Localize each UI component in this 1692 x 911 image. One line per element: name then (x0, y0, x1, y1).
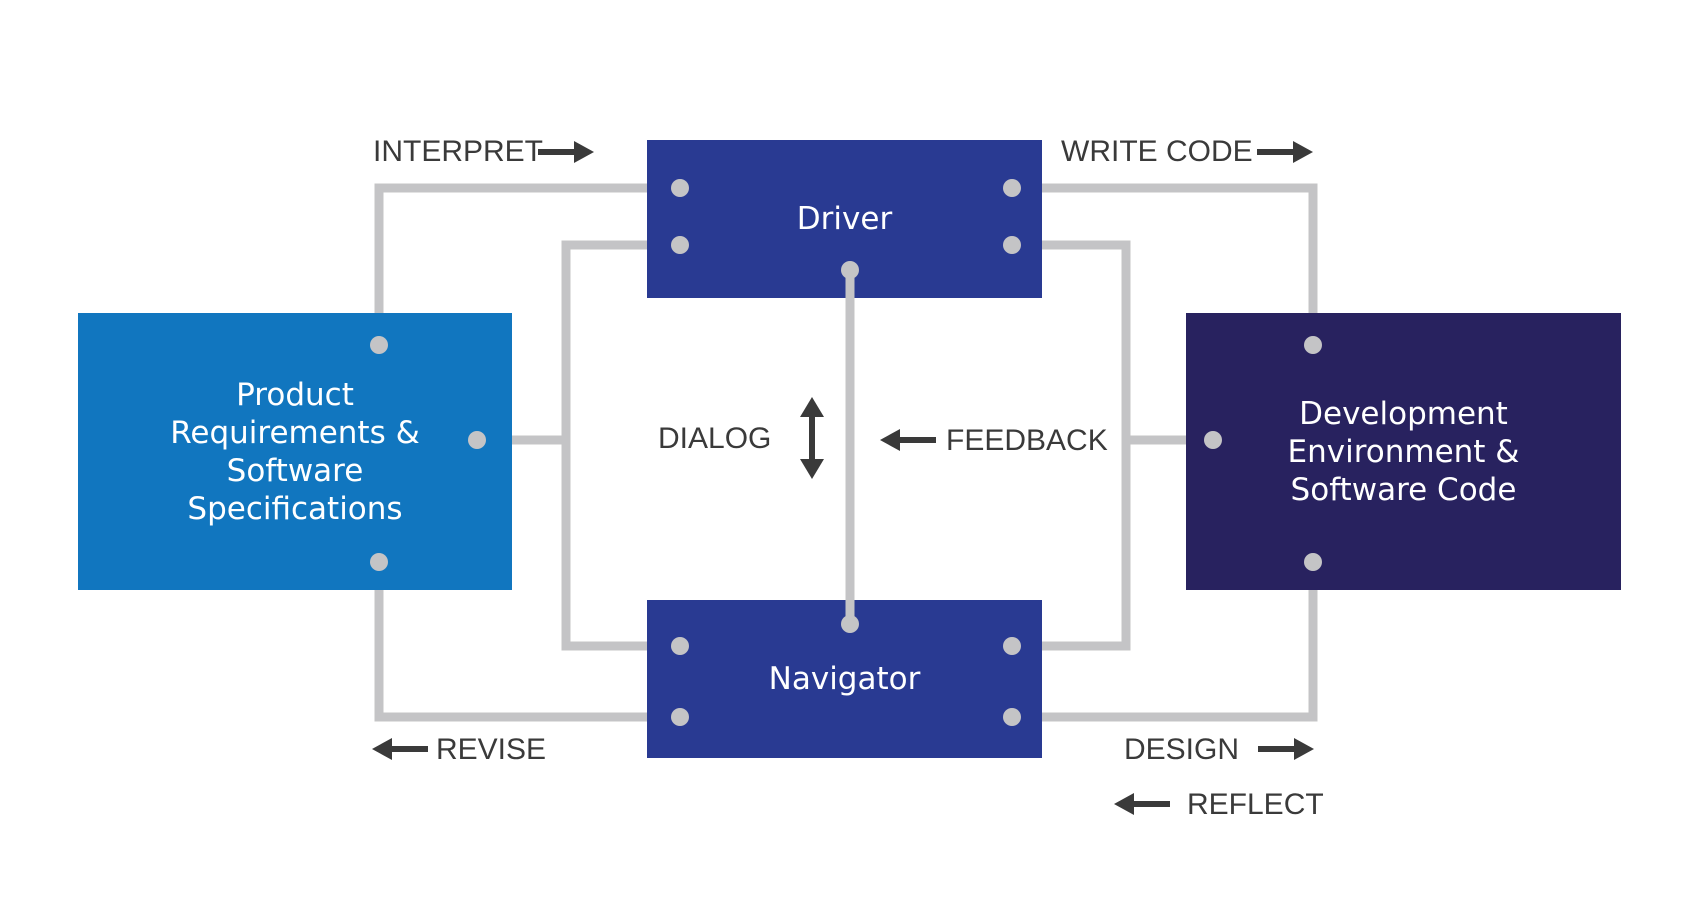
driver-box: Driver (647, 140, 1042, 298)
arrow-right-icon (1257, 141, 1313, 163)
design-label: DESIGN (1124, 733, 1240, 766)
connector-dot (671, 637, 689, 655)
connector-dot (1204, 431, 1222, 449)
connector-dot (671, 708, 689, 726)
connector-dot (841, 615, 859, 633)
interpret-label: INTERPRET (373, 135, 544, 168)
product-requirements-box: Product Requirements & Software Specific… (78, 313, 512, 590)
connector-dot (370, 336, 388, 354)
arrow-left-icon (372, 738, 428, 760)
driver-label: Driver (796, 201, 893, 237)
connector-interpret (374, 183, 680, 345)
product-requirements-label: Product Requirements & Software Specific… (170, 376, 420, 527)
arrow-up-down-icon (800, 397, 824, 479)
connector-revise (374, 562, 680, 722)
connector-dot (1304, 336, 1322, 354)
arrow-left-icon (1114, 793, 1170, 815)
connector-dot (1003, 637, 1021, 655)
connector-dot (1003, 179, 1021, 197)
connector-dot (841, 261, 859, 279)
connector-design (1012, 562, 1318, 722)
connector-dot (1304, 553, 1322, 571)
dialog-label: DIALOG (658, 422, 772, 455)
revise-label: REVISE (436, 733, 547, 766)
connector-left-bracket (561, 240, 680, 651)
write-code-label: WRITE CODE (1061, 135, 1253, 168)
connector-dot (671, 179, 689, 197)
connector-dot (1003, 708, 1021, 726)
connector-right-bracket (1012, 240, 1131, 651)
feedback-label: FEEDBACK (946, 424, 1108, 457)
arrow-right-icon (538, 141, 594, 163)
arrow-left-icon (880, 429, 936, 451)
connector-dot (1003, 236, 1021, 254)
development-environment-box: Development Environment & Software Code (1186, 313, 1621, 590)
connector-dot (468, 431, 486, 449)
connector-dot (370, 553, 388, 571)
navigator-label: Navigator (768, 661, 921, 697)
development-environment-label: Development Environment & Software Code (1287, 395, 1520, 508)
reflect-label: REFLECT (1187, 788, 1324, 821)
arrow-right-icon (1258, 738, 1314, 760)
connector-write-code (1012, 183, 1318, 345)
connector-dot (671, 236, 689, 254)
